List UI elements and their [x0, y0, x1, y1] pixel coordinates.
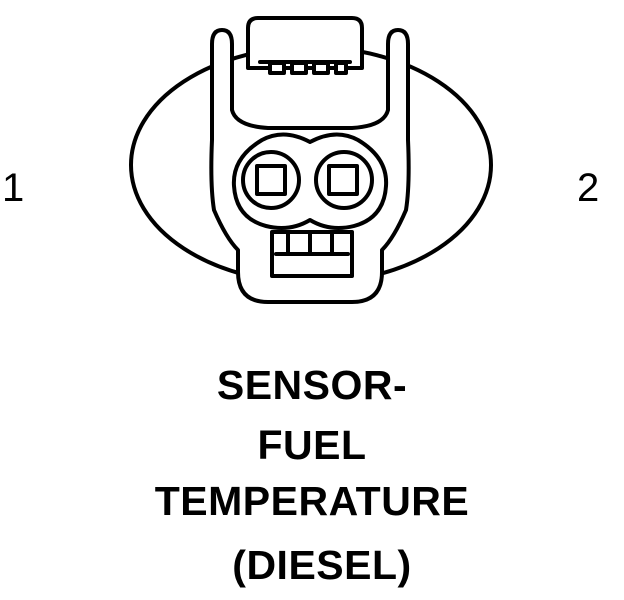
- caption-line-2: FUEL: [257, 422, 367, 468]
- caption-line-4: (DIESEL): [232, 542, 412, 588]
- terminal-pin-2: [327, 164, 359, 196]
- pin-1-label: 1: [2, 166, 25, 210]
- terminal-pin-1: [255, 164, 287, 196]
- connector-latch: [246, 16, 364, 70]
- pin-2-label: 2: [577, 166, 600, 210]
- caption-line-1: SENSOR-: [216, 362, 408, 408]
- caption-line-3: TEMPERATURE: [154, 478, 470, 524]
